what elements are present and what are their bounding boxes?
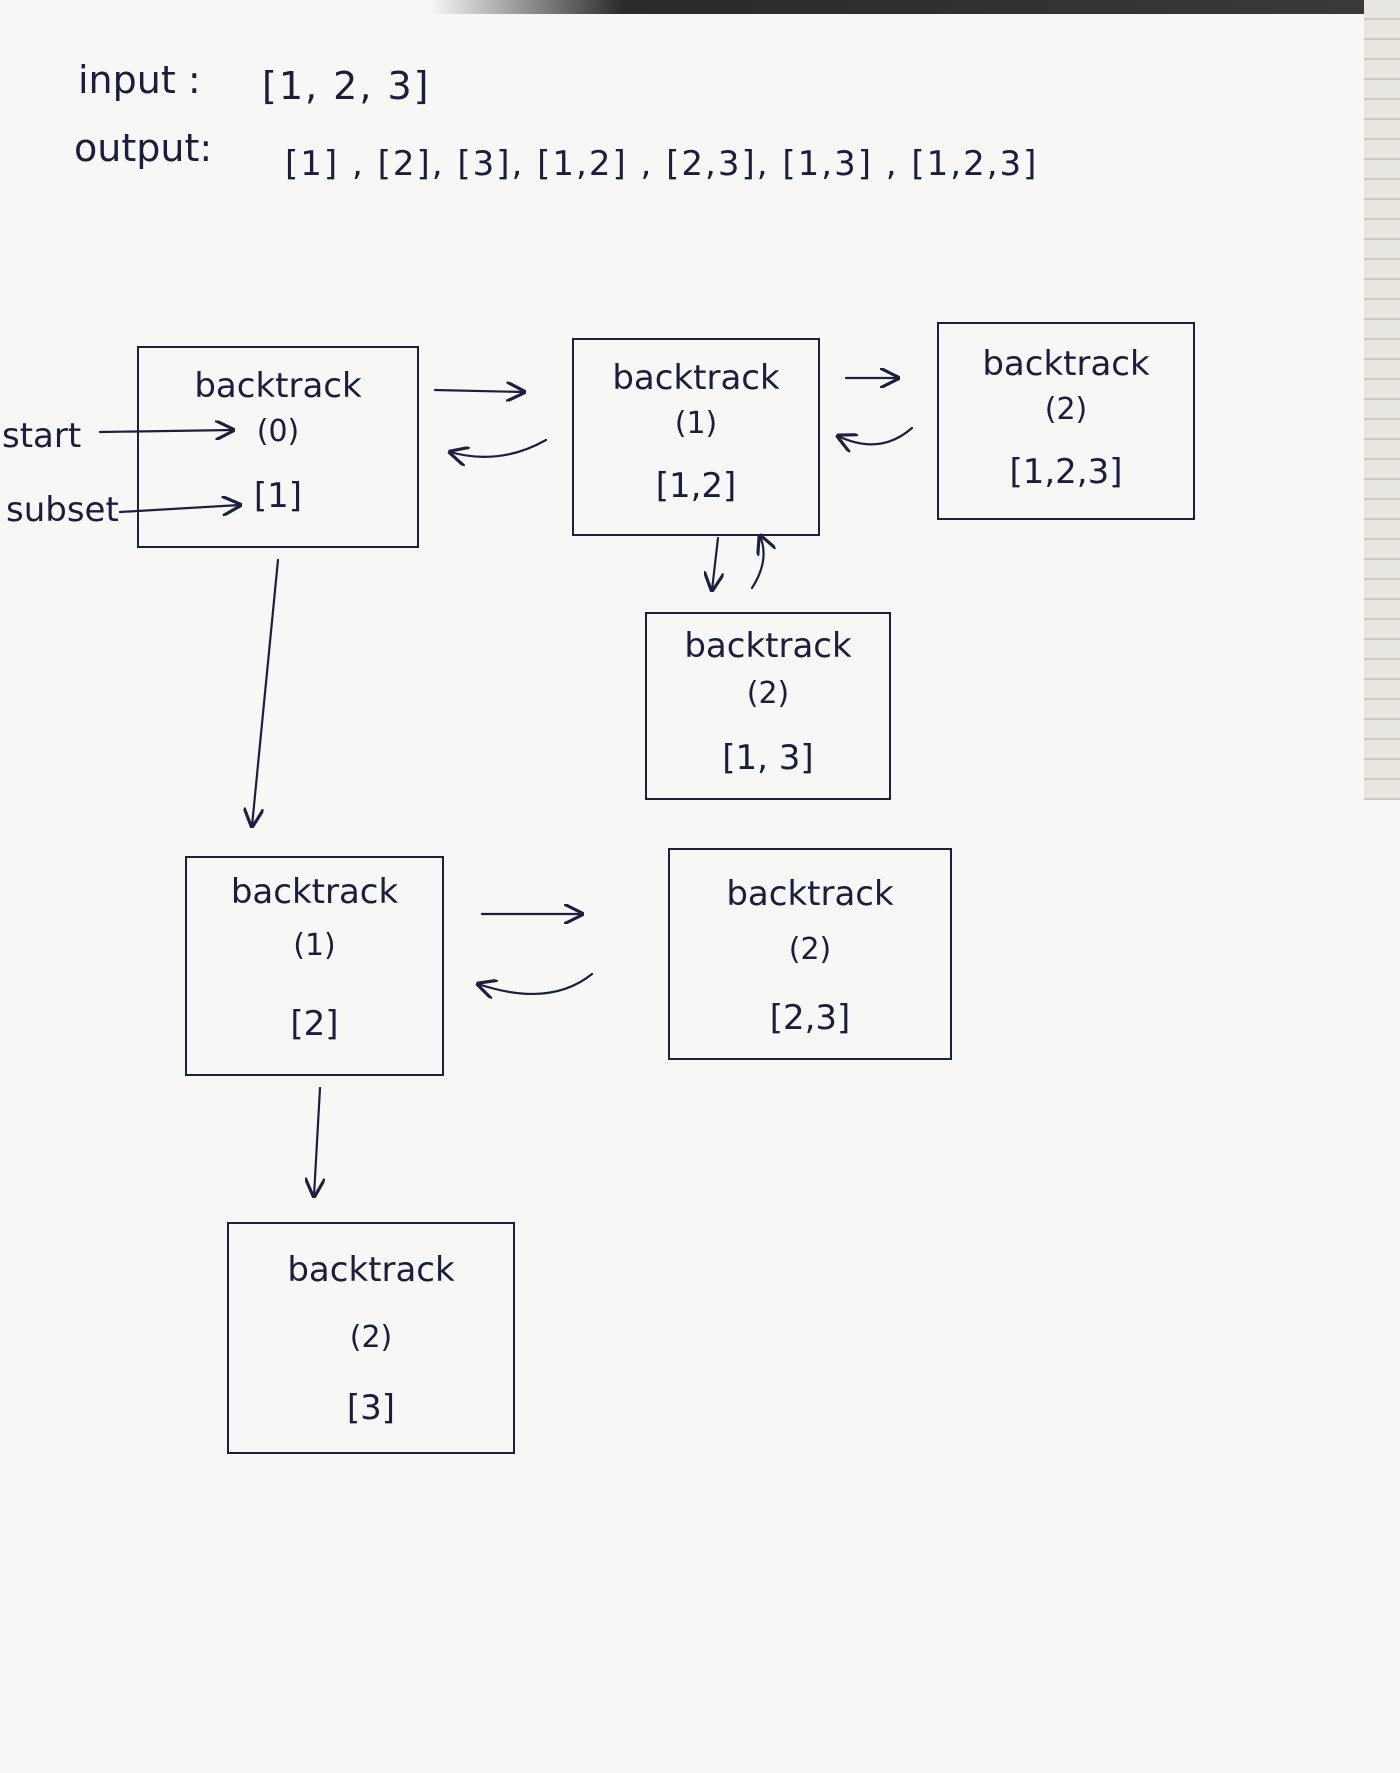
node-function-label: backtrack [194, 366, 362, 406]
node-start-arg: (2) [746, 676, 790, 711]
return-arrow-1-2-3-to-1-2 [838, 426, 914, 444]
start-annotation: start [2, 416, 82, 456]
node-function-label: backtrack [684, 626, 852, 666]
node-start-arg: (2) [1044, 392, 1088, 427]
output-value: [1] , [2], [3], [1,2] , [2,3], [1,3] , [… [285, 144, 1039, 184]
start-pointer-arrow [98, 430, 233, 432]
node-subset: [1] [253, 476, 303, 516]
node-subset: [1,2,3] [1009, 452, 1123, 492]
subset-pointer-arrow [118, 505, 240, 512]
call-arrow-root-to-1-2 [433, 390, 524, 392]
node-subset: [1, 3] [722, 738, 814, 778]
backtrack-node-3: backtrack (2) [3] [227, 1222, 515, 1454]
backtrack-node-1-3: backtrack (2) [1, 3] [645, 612, 891, 800]
backtrack-node-root: backtrack (0) [1] [137, 346, 419, 548]
node-subset: [2] [290, 1004, 339, 1044]
node-function-label: backtrack [612, 358, 780, 398]
backtrack-node-1-2: backtrack (1) [1,2] [572, 338, 820, 536]
call-arrow-1-2-to-1-3 [712, 536, 718, 590]
input-value: [1, 2, 3] [262, 64, 431, 108]
node-subset: [1,2] [655, 466, 737, 506]
return-arrow-2-3-to-2 [478, 972, 594, 994]
output-label: output: [74, 126, 213, 170]
node-subset: [2,3] [769, 998, 851, 1038]
return-arrow-1-3-to-1-2 [750, 536, 764, 590]
call-arrow-root-to-2 [252, 558, 280, 826]
node-subset: [3] [346, 1388, 396, 1428]
node-start-arg: (1) [293, 928, 336, 963]
input-label: input : [78, 58, 201, 102]
backtrack-node-2: backtrack (1) [2] [185, 856, 444, 1076]
page-top-shadow [430, 0, 1400, 14]
node-start-arg: (0) [256, 414, 300, 449]
node-function-label: backtrack [287, 1250, 455, 1290]
node-function-label: backtrack [726, 874, 894, 914]
backtrack-node-1-2-3: backtrack (2) [1,2,3] [937, 322, 1195, 520]
backtrack-node-2-3: backtrack (2) [2,3] [668, 848, 952, 1060]
call-arrow-2-to-3 [314, 1086, 320, 1196]
node-function-label: backtrack [982, 344, 1150, 384]
subset-annotation: subset [6, 490, 119, 530]
node-function-label: backtrack [230, 872, 399, 912]
notebook-spiral-binding [1364, 0, 1400, 800]
node-start-arg: (2) [788, 932, 832, 967]
node-start-arg: (1) [674, 406, 718, 441]
node-start-arg: (2) [349, 1320, 393, 1355]
return-arrow-1-2-to-root [450, 438, 548, 457]
